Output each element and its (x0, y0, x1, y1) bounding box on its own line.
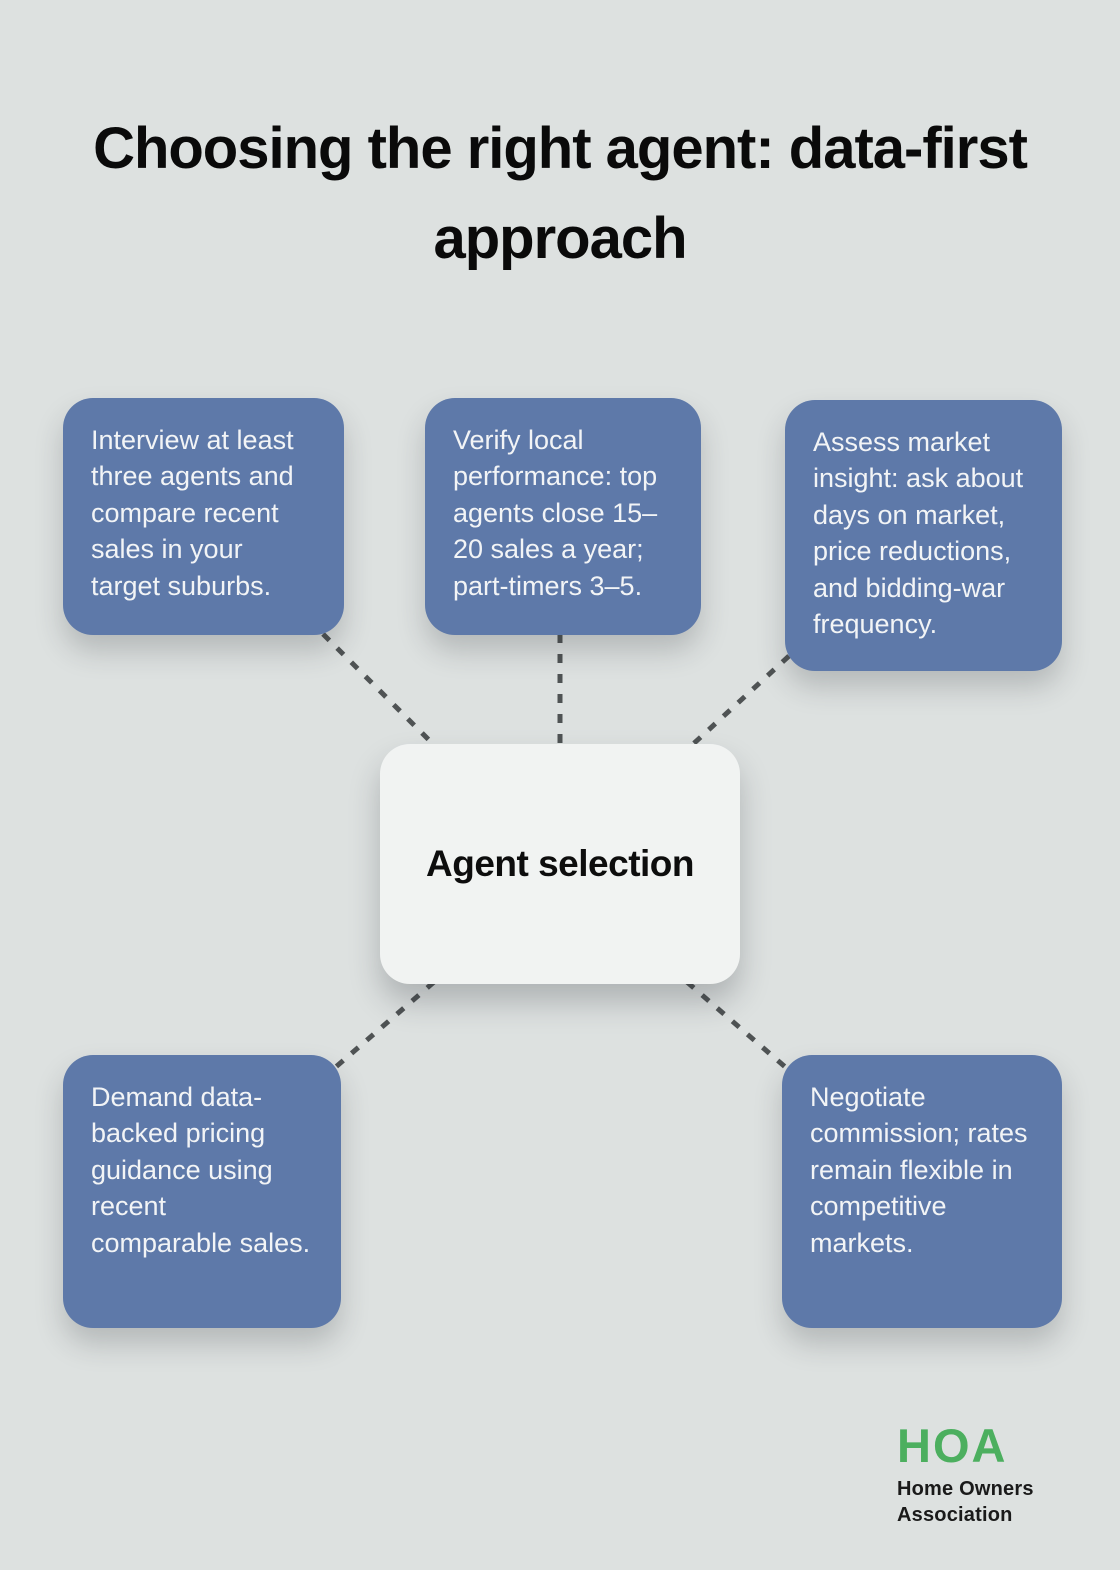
connector-line (328, 980, 436, 1074)
node-assess-insight: Assess market insight: ask about days on… (785, 400, 1062, 671)
connector-line (689, 654, 791, 748)
node-text: Interview at least three agents and comp… (91, 425, 294, 601)
node-text: Verify local performance: top agents clo… (453, 425, 658, 601)
connector-line (685, 980, 793, 1074)
node-negotiate-commission: Negotiate commission; rates remain flexi… (782, 1055, 1062, 1328)
hoa-logo-name: Home Owners Association (897, 1476, 1034, 1529)
node-text: Assess market insight: ask about days on… (813, 427, 1024, 640)
page-title: Choosing the right agent: data-first app… (93, 116, 1028, 271)
node-interview: Interview at least three agents and comp… (63, 398, 344, 635)
center-node-label: Agent selection (426, 843, 695, 884)
hoa-logo-acronym: HOA (897, 1419, 1008, 1472)
connector-line (321, 632, 438, 749)
center-node-agent-selection: Agent selection (380, 744, 740, 984)
node-text: Negotiate commission; rates remain flexi… (810, 1082, 1028, 1258)
hoa-logo-name-line2: Association (897, 1504, 1013, 1527)
node-demand-pricing: Demand data-backed pricing guidance usin… (63, 1055, 341, 1328)
node-verify-performance: Verify local performance: top agents clo… (425, 398, 701, 635)
node-text: Demand data-backed pricing guidance usin… (91, 1082, 311, 1258)
hoa-logo-name-line1: Home Owners (897, 1478, 1034, 1500)
hoa-logo: HOA Home Owners Association (897, 1422, 1034, 1529)
